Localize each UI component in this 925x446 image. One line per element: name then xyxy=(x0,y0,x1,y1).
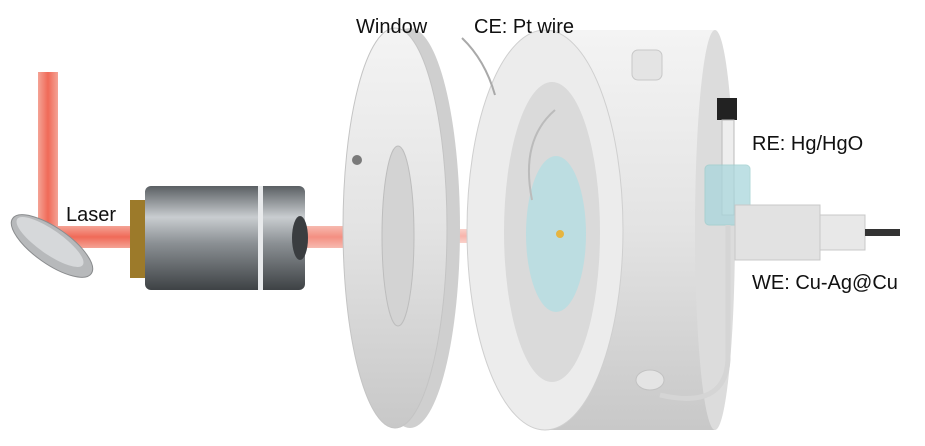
cell-body xyxy=(466,29,735,431)
laser-label: Laser xyxy=(66,204,117,226)
window-label: Window xyxy=(356,16,428,38)
mirror xyxy=(10,214,94,278)
working-electrode xyxy=(734,204,900,261)
reference-electrode xyxy=(659,98,751,401)
objective-lens xyxy=(130,186,308,290)
counter-electrode-label: CE: Pt wire xyxy=(474,16,575,38)
working-electrode-label: WE: Cu-Ag@Cu xyxy=(752,272,898,294)
counter-electrode-wire xyxy=(461,37,496,96)
reference-electrode-label: RE: Hg/HgO xyxy=(752,133,864,155)
window-disk xyxy=(342,27,460,429)
